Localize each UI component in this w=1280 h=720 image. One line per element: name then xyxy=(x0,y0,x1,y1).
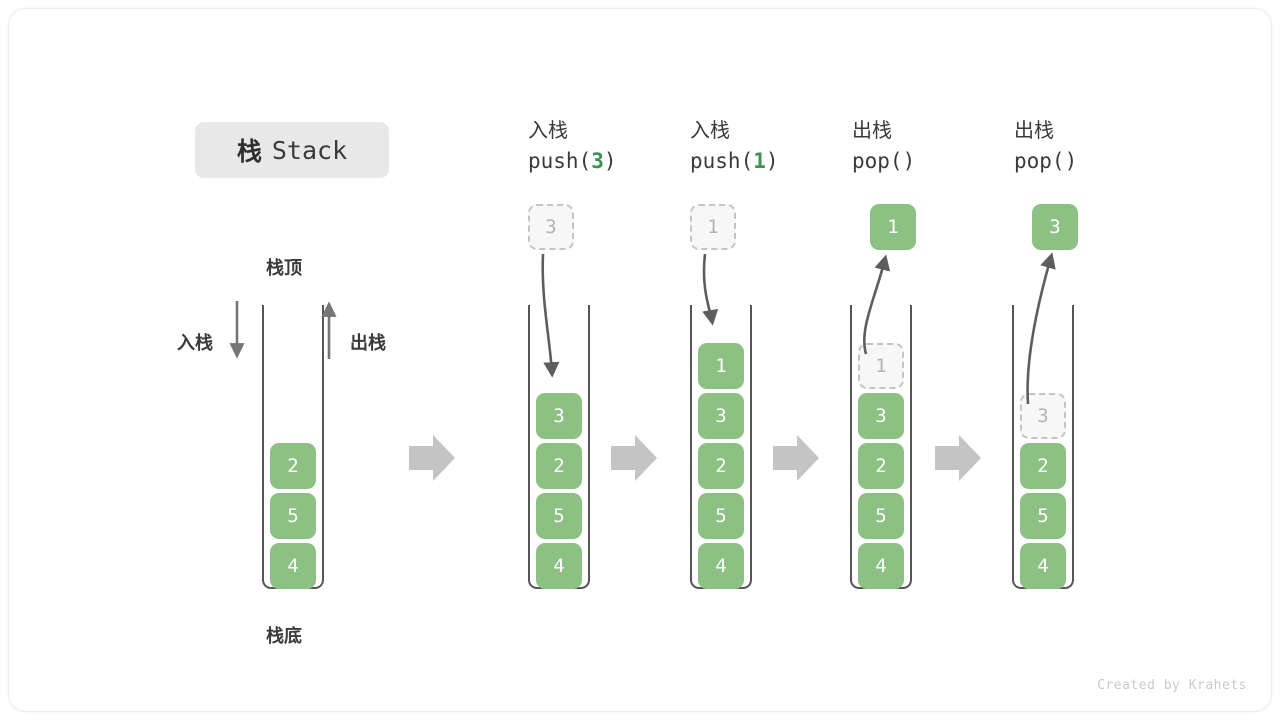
floating-box-push-1: 1 xyxy=(690,204,736,250)
footer-credit: Created by Krahets xyxy=(1097,678,1247,693)
stack-cell: 5 xyxy=(698,493,744,539)
title-badge: 栈 Stack xyxy=(195,122,389,178)
stack-cell: 2 xyxy=(1020,443,1066,489)
step-arrow-2 xyxy=(611,435,657,481)
title-en: Stack xyxy=(271,135,348,165)
stack-cell: 2 xyxy=(536,443,582,489)
stack-cell: 3 xyxy=(858,393,904,439)
code-arg: 1 xyxy=(753,149,766,173)
code-arg: 3 xyxy=(591,149,604,173)
stack-cell: 5 xyxy=(536,493,582,539)
stack-cell: 2 xyxy=(270,443,316,489)
code-suffix: ) xyxy=(765,149,779,173)
stack-cell: 3 xyxy=(1020,393,1066,439)
step-arrow-3 xyxy=(773,435,819,481)
code-suffix: ) xyxy=(603,149,617,173)
stack-cell: 4 xyxy=(536,543,582,589)
floating-box-pop-1: 1 xyxy=(870,204,916,250)
stack-cell: 5 xyxy=(270,493,316,539)
code-suffix: ) xyxy=(902,149,916,173)
stack-cell: 4 xyxy=(270,543,316,589)
stack-cell: 2 xyxy=(698,443,744,489)
stack-cell: 4 xyxy=(1020,543,1066,589)
stack-cell: 5 xyxy=(1020,493,1066,539)
header-cn: 入栈 xyxy=(528,120,568,142)
code-prefix: pop( xyxy=(1014,149,1065,173)
code-suffix: ) xyxy=(1064,149,1078,173)
header-cn: 入栈 xyxy=(690,120,730,142)
header-push-3: 入栈 push(3) xyxy=(528,116,617,176)
header-pop-1: 出栈 pop() xyxy=(852,116,915,176)
stack-cell: 2 xyxy=(858,443,904,489)
header-code: pop() xyxy=(1014,146,1077,176)
stack-cell: 1 xyxy=(858,343,904,389)
push-direction-label: 入栈 xyxy=(177,333,213,353)
stack-cell: 3 xyxy=(698,393,744,439)
header-pop-3: 出栈 pop() xyxy=(1014,116,1077,176)
header-code: pop() xyxy=(852,146,915,176)
stack-top-label: 栈顶 xyxy=(266,258,302,278)
floating-box-pop-3: 3 xyxy=(1032,204,1078,250)
stack-cell: 4 xyxy=(858,543,904,589)
floating-box-push-3: 3 xyxy=(528,204,574,250)
code-prefix: push( xyxy=(528,149,592,173)
stack-cell: 1 xyxy=(698,343,744,389)
code-prefix: push( xyxy=(690,149,754,173)
header-cn: 出栈 xyxy=(852,120,892,142)
header-code: push(3) xyxy=(528,146,617,176)
header-code: push(1) xyxy=(690,146,779,176)
stack-cell: 5 xyxy=(858,493,904,539)
header-cn: 出栈 xyxy=(1014,120,1054,142)
title-cn: 栈 xyxy=(236,138,262,166)
stack-bottom-label: 栈底 xyxy=(266,626,302,646)
step-arrow-1 xyxy=(409,435,455,481)
code-prefix: pop( xyxy=(852,149,903,173)
pop-direction-label: 出栈 xyxy=(350,333,386,353)
step-arrow-4 xyxy=(935,435,981,481)
header-push-1: 入栈 push(1) xyxy=(690,116,779,176)
stack-cell: 4 xyxy=(698,543,744,589)
arrow-overlay xyxy=(229,252,1056,481)
stack-cell: 3 xyxy=(536,393,582,439)
